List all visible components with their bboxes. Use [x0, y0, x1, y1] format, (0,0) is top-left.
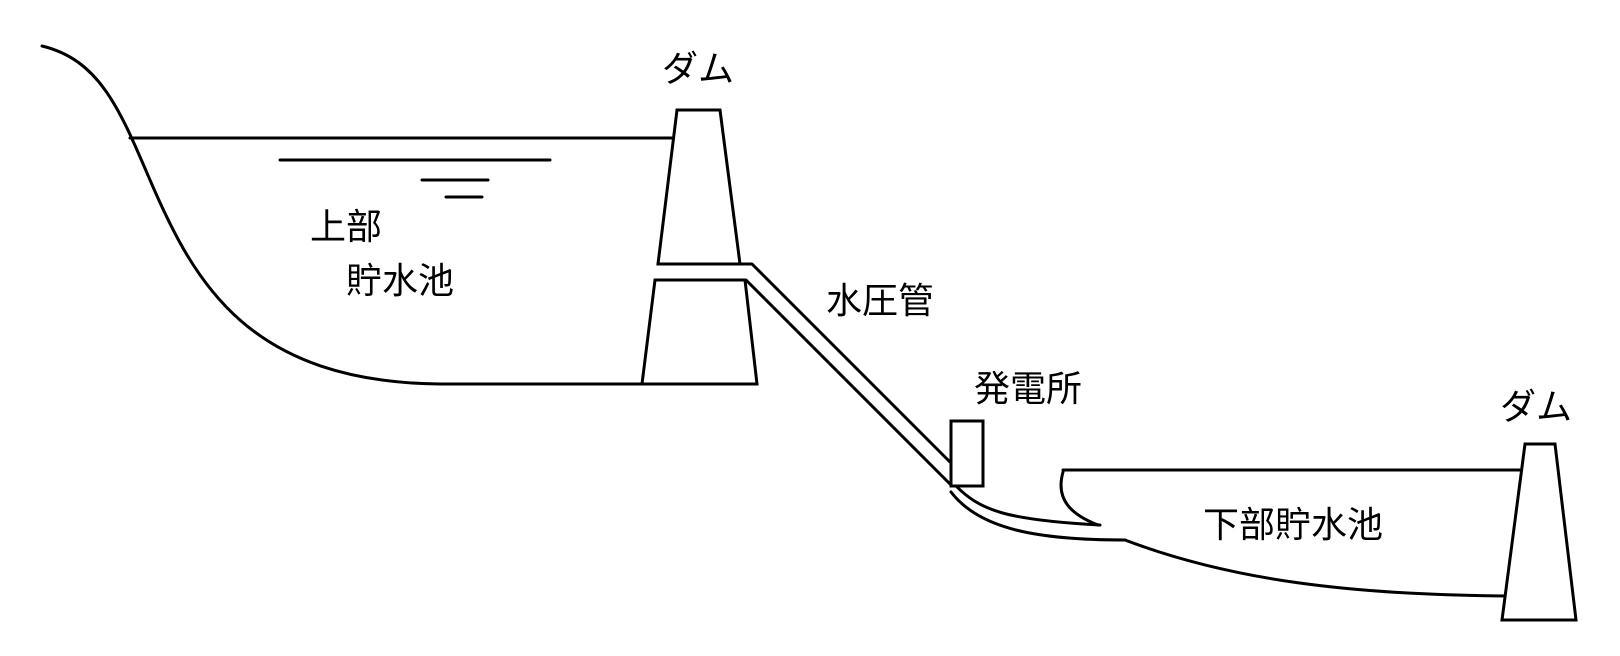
lower-dam: [1500, 442, 1578, 622]
tailrace-lower-wall: [949, 490, 1127, 542]
lower-reservoir-inlet: [1059, 470, 1100, 527]
lower-reservoir-label: 下部貯水池: [1203, 505, 1384, 546]
tailrace-upper-wall: [954, 484, 1102, 527]
penstock-label: 水圧管: [826, 281, 935, 322]
upper-dam-label: ダム: [662, 49, 735, 90]
upper-dam-bottom: [640, 278, 759, 386]
power-plant-box: [949, 419, 985, 488]
power-plant-label: 発電所: [974, 369, 1083, 410]
upper-reservoir-label-line1: 上部: [310, 207, 383, 248]
lower-reservoir-basin: [1123, 538, 1512, 598]
upper-reservoir-label-line2: 貯水池: [346, 261, 455, 302]
upper-dam-top: [656, 108, 742, 266]
penstock-lower-wall: [656, 278, 952, 486]
lower-dam-label: ダム: [1500, 387, 1573, 428]
upper-reservoir-basin: [40, 44, 644, 386]
penstock-upper-wall: [656, 262, 952, 464]
